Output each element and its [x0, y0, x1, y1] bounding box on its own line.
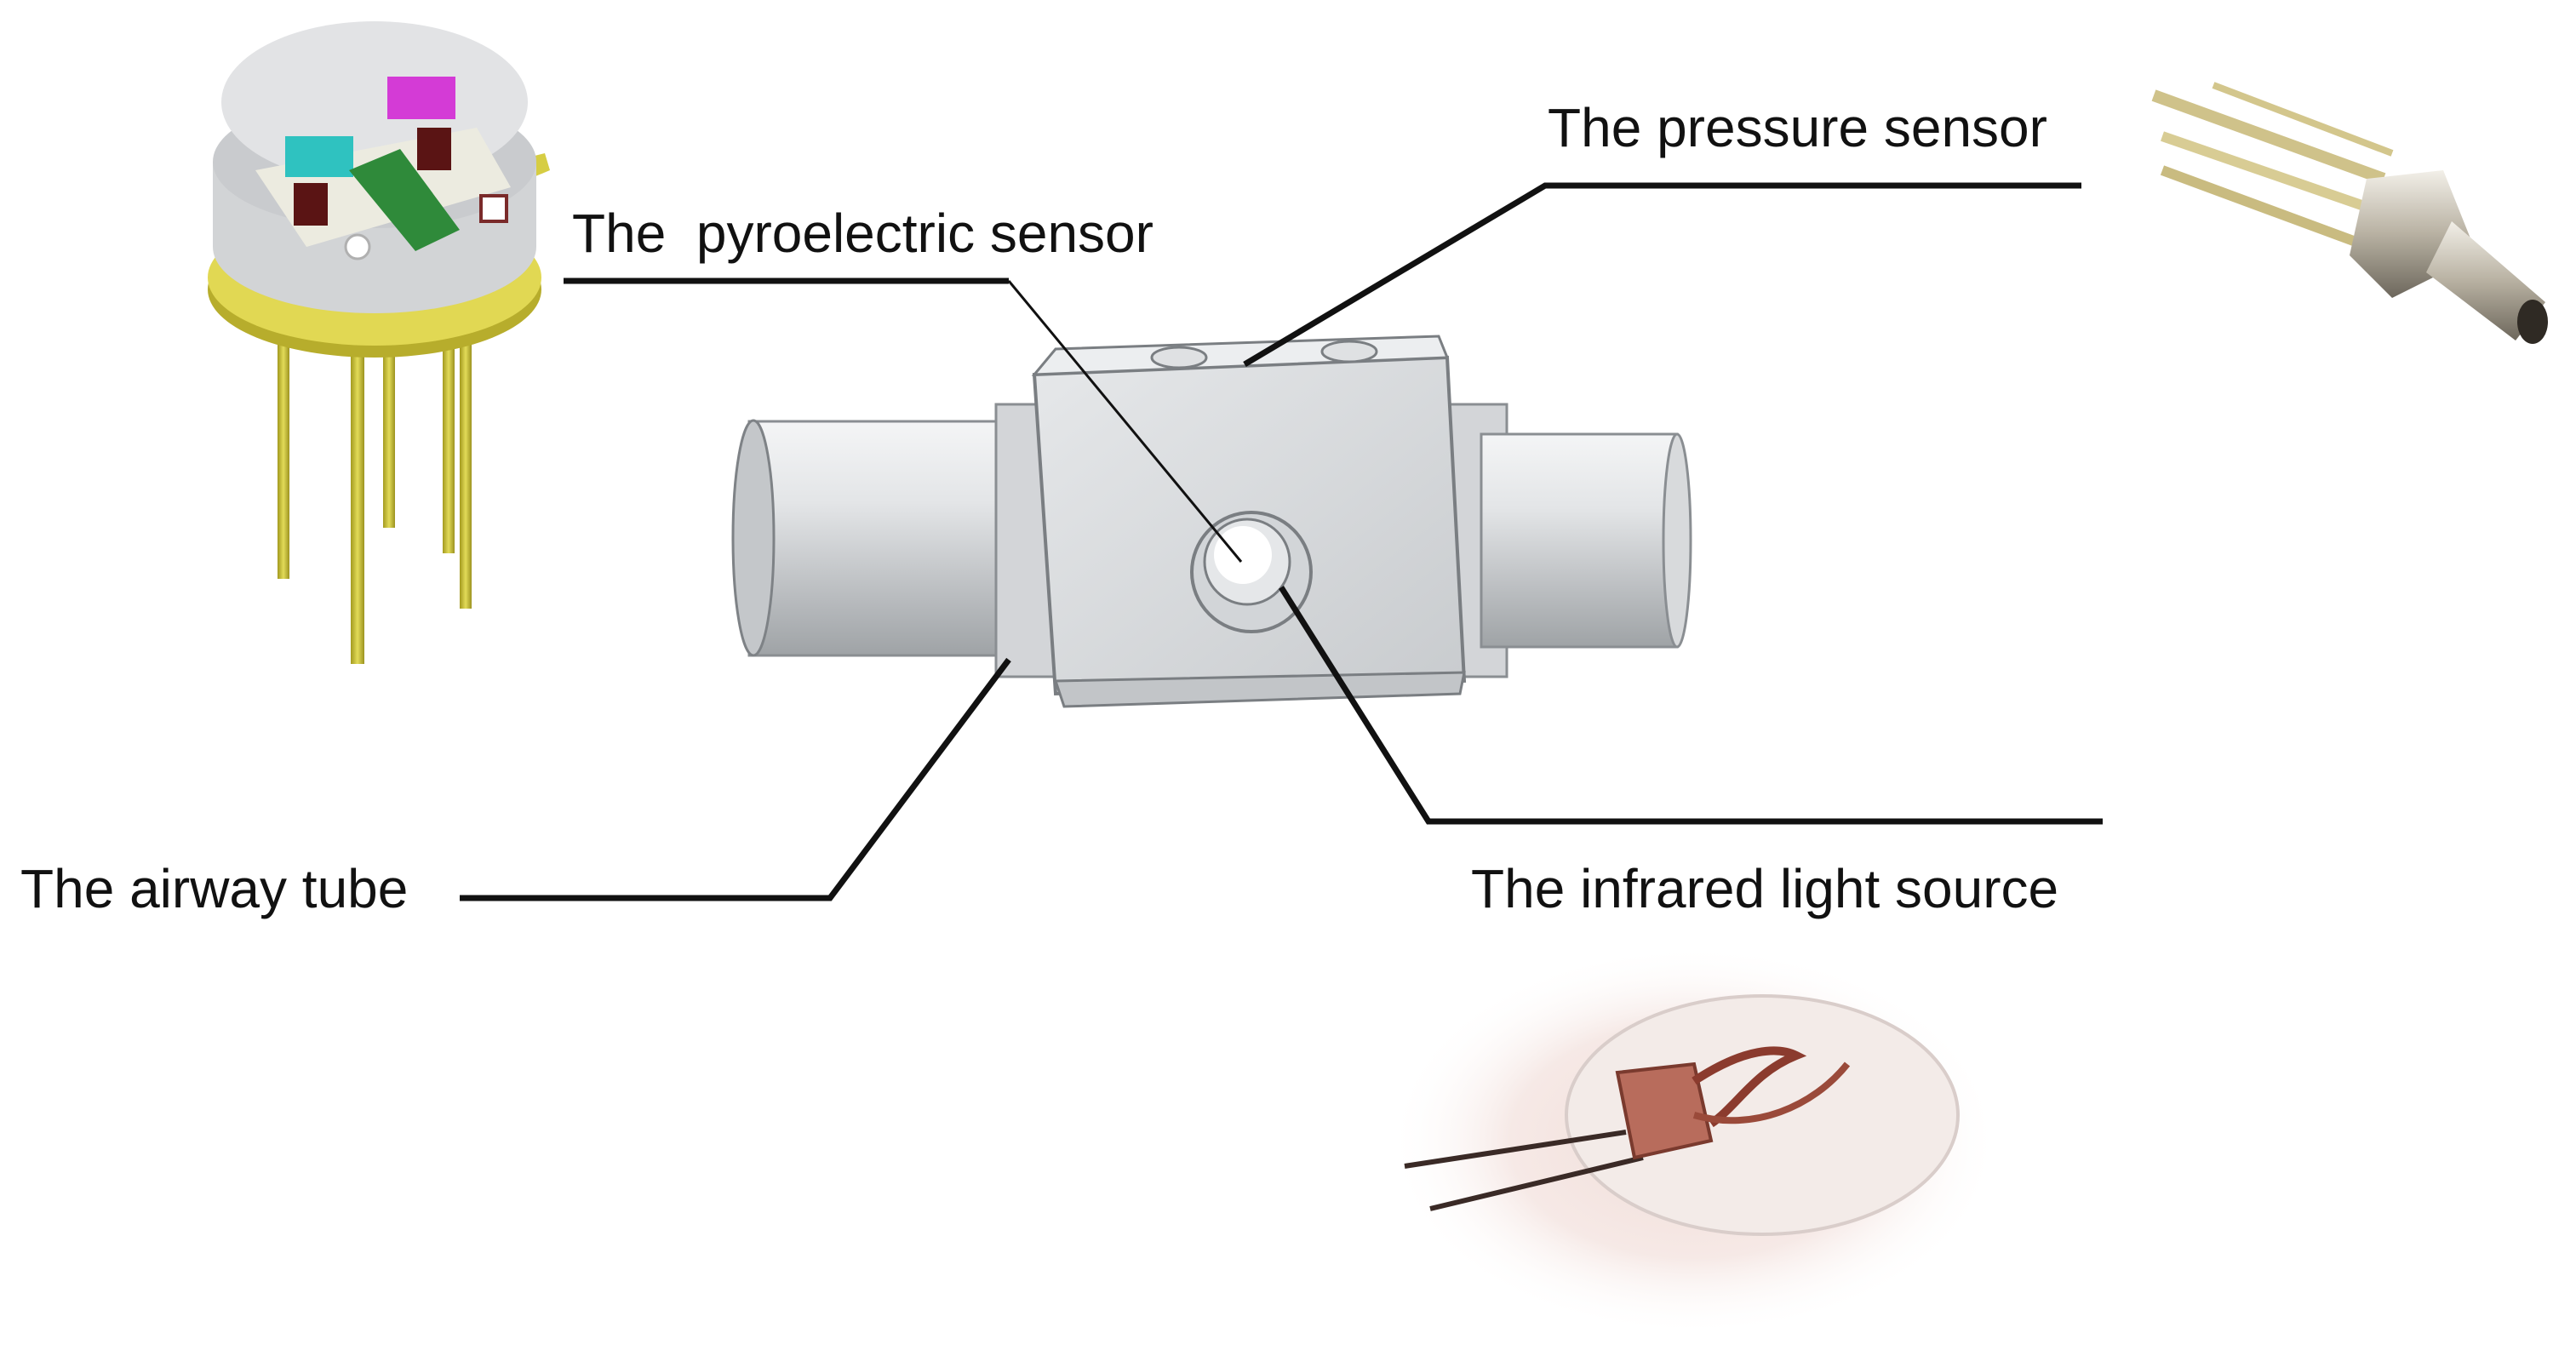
label-pyroelectric-sensor: The pyroelectric sensor: [572, 203, 1153, 264]
pyroelectric-sensor-image: [208, 21, 550, 664]
pressure-sensor-image: [2151, 82, 2548, 344]
leader-line-pressure-sensor: [1243, 182, 2081, 368]
label-pressure-sensor: The pressure sensor: [1548, 97, 2047, 158]
infrared-light-source-image: [1388, 945, 2001, 1336]
leader-line-pyroelectric-diagonal: [1007, 280, 1243, 563]
leader-lines: [460, 182, 2103, 901]
leader-line-airway-tube: [460, 657, 1011, 901]
leader-line-infrared-light-source: [1279, 586, 2103, 825]
airway-adapter-image: [731, 335, 1692, 708]
label-infrared-light-source: The infrared light source: [1471, 858, 2059, 919]
label-airway-tube: The airway tube: [20, 858, 409, 919]
